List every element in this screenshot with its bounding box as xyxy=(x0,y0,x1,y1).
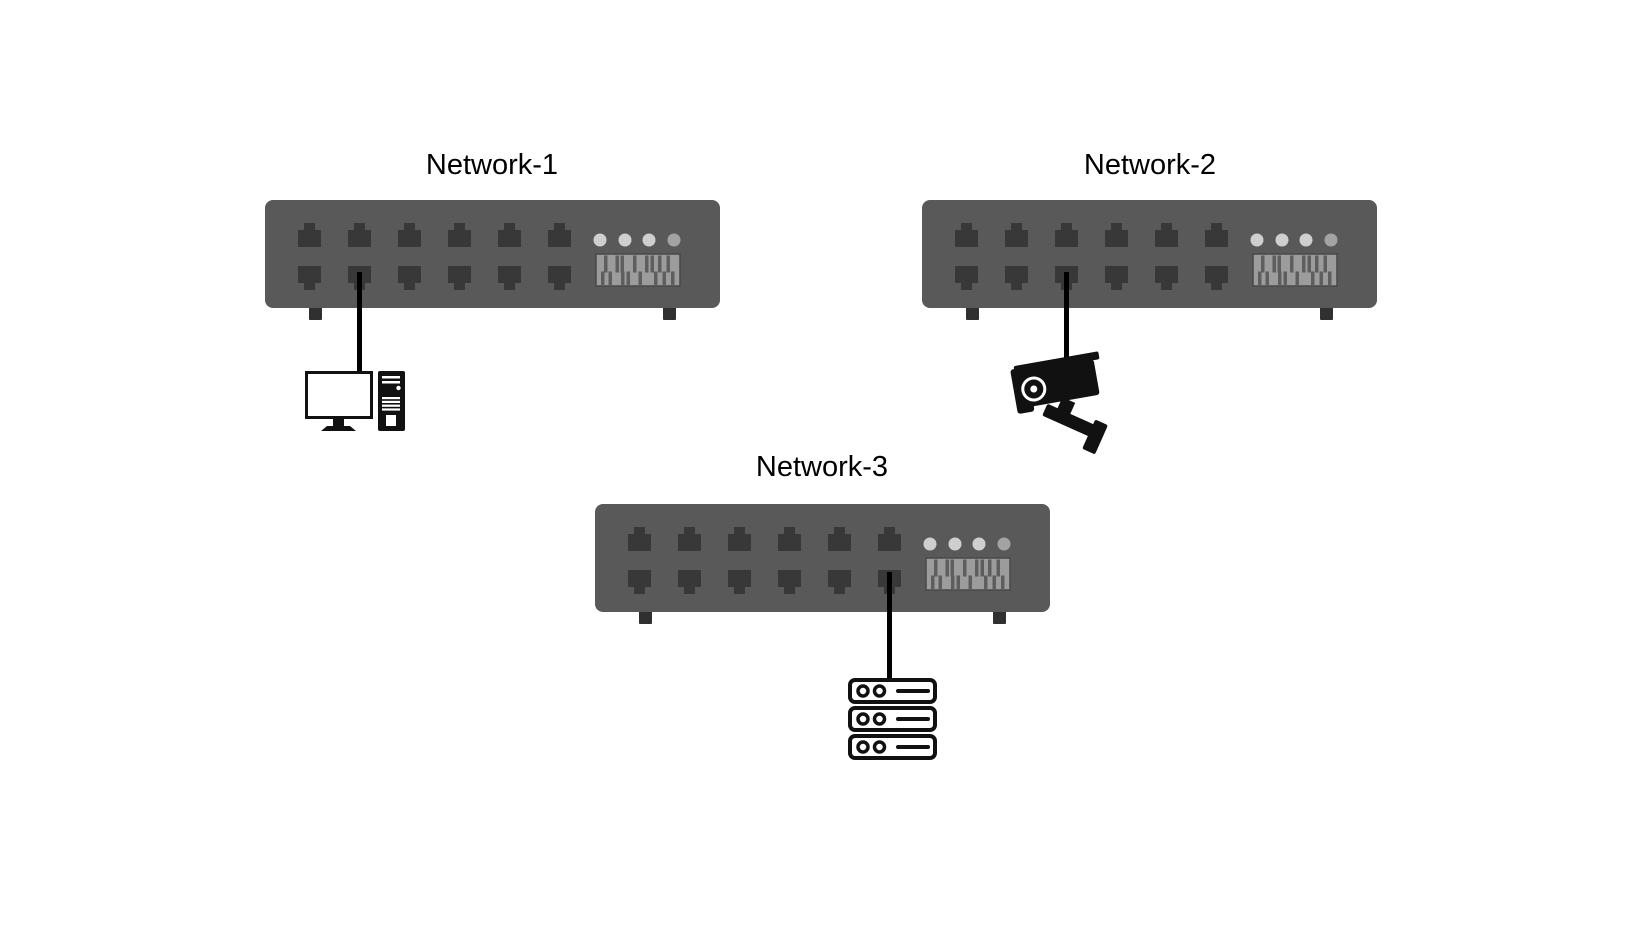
cctv-camera-icon xyxy=(1010,351,1108,454)
monitor-base xyxy=(321,426,356,431)
monitor xyxy=(305,371,373,419)
server-stack-icon xyxy=(848,678,937,760)
network-label: Network-1 xyxy=(426,149,558,181)
ethernet-switch xyxy=(922,200,1377,320)
camera-lens xyxy=(1021,376,1047,402)
ethernet-switch xyxy=(265,200,720,320)
ethernet-switch xyxy=(595,504,1050,624)
camera-bracket xyxy=(1042,397,1108,454)
monitor-stand xyxy=(333,417,344,427)
network-1-group: Network-1 xyxy=(265,149,720,431)
server-unit xyxy=(848,734,937,760)
network-label: Network-3 xyxy=(756,451,888,483)
server-unit xyxy=(848,678,937,704)
desktop-computer-icon xyxy=(305,371,405,431)
network-3-group: Network-3 xyxy=(595,451,1050,760)
network-label: Network-2 xyxy=(1084,149,1216,181)
network-2-group: Network-2 xyxy=(922,149,1377,454)
server-unit xyxy=(848,706,937,732)
camera-body xyxy=(1010,351,1100,414)
computer-tower xyxy=(378,371,405,431)
